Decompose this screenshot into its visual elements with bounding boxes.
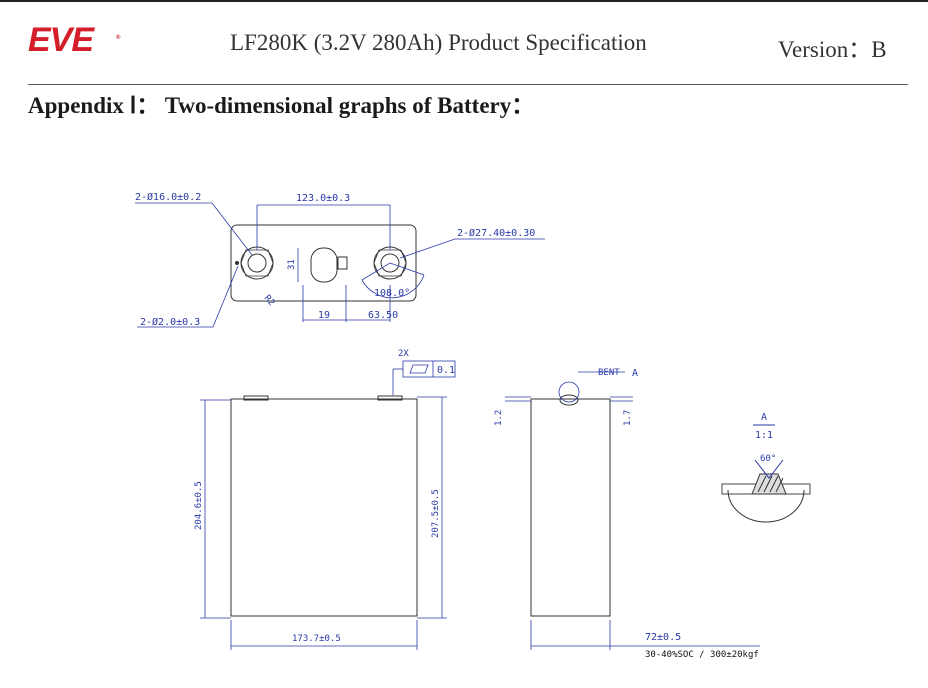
dim-terminal-outer: 2-Ø27.40±0.30 (457, 227, 535, 239)
dim-radius: R2 (262, 294, 277, 309)
left-terminal-hex (240, 249, 274, 277)
dim-terminal-pitch: 123.0±0.3 (296, 193, 350, 204)
right-terminal-inner (380, 253, 400, 273)
small-hole-mark (235, 261, 239, 265)
document-version: Version：B (778, 37, 887, 62)
vent-tab (337, 256, 348, 270)
left-terminal-outer (240, 246, 274, 280)
dim-offset-left: 1.2 (494, 410, 504, 426)
dim-terminal-hole: 2-Ø16.0±0.2 (135, 191, 201, 203)
top-view-dimensions (135, 202, 545, 328)
dim-offset-right: 1.7 (623, 410, 633, 426)
dim-vent-offset: 63.50 (368, 310, 398, 321)
dim-thickness: 72±0.5 (645, 632, 681, 643)
side-vent-label: A (632, 368, 638, 379)
document-header: EVE ® LF280K (3.2V 280Ah) Product Specif… (0, 21, 928, 85)
side-vent-text: BENT (598, 368, 620, 378)
detail-angle: 60° (760, 454, 776, 464)
safety-vent (310, 247, 338, 283)
front-right-terminal (377, 395, 403, 401)
top-view-outline (230, 224, 417, 302)
appendix-title: Appendix Ⅰ： Two-dimensional graphs of Ba… (28, 93, 535, 118)
flatness-count: 2X (398, 349, 409, 359)
side-view-dimensions (505, 371, 760, 650)
top-view (230, 224, 417, 302)
detail-view (721, 424, 811, 523)
top-rule (0, 0, 928, 2)
soc-note: 30-40%SOC / 300±20kgf (645, 650, 759, 660)
detail-scale: 1:1 (755, 430, 773, 441)
front-view-outline (230, 398, 418, 617)
left-terminal-inner (247, 253, 267, 273)
front-left-terminal (243, 395, 269, 401)
flatness-value: 0.1 (437, 365, 455, 376)
front-view (230, 395, 418, 617)
side-view-outline (530, 398, 611, 617)
dim-vent-width: 19 (318, 310, 330, 321)
dim-width: 173.7±0.5 (292, 634, 341, 644)
document-title: LF280K (3.2V 280Ah) Product Specificatio… (230, 30, 647, 55)
side-view (530, 394, 611, 617)
logo-registered-mark: ® (116, 35, 121, 41)
detail-label: A (761, 412, 767, 423)
detail-outline (727, 489, 805, 523)
front-view-dimensions (200, 360, 456, 650)
dim-height-left: 204.6±0.5 (194, 481, 204, 530)
dim-vent-height: 31 (287, 259, 297, 270)
dim-height-right: 207.5±0.5 (431, 489, 441, 538)
eve-logo: EVE ® (28, 21, 121, 59)
dim-angle: 108.0° (374, 288, 410, 299)
dim-small-hole: 2-Ø2.0±0.3 (140, 316, 200, 328)
right-terminal-hex (373, 249, 407, 277)
side-vent (559, 394, 579, 406)
logo-text: EVE (28, 21, 94, 59)
header-divider (28, 84, 908, 85)
detail-hatched-region (751, 473, 787, 495)
